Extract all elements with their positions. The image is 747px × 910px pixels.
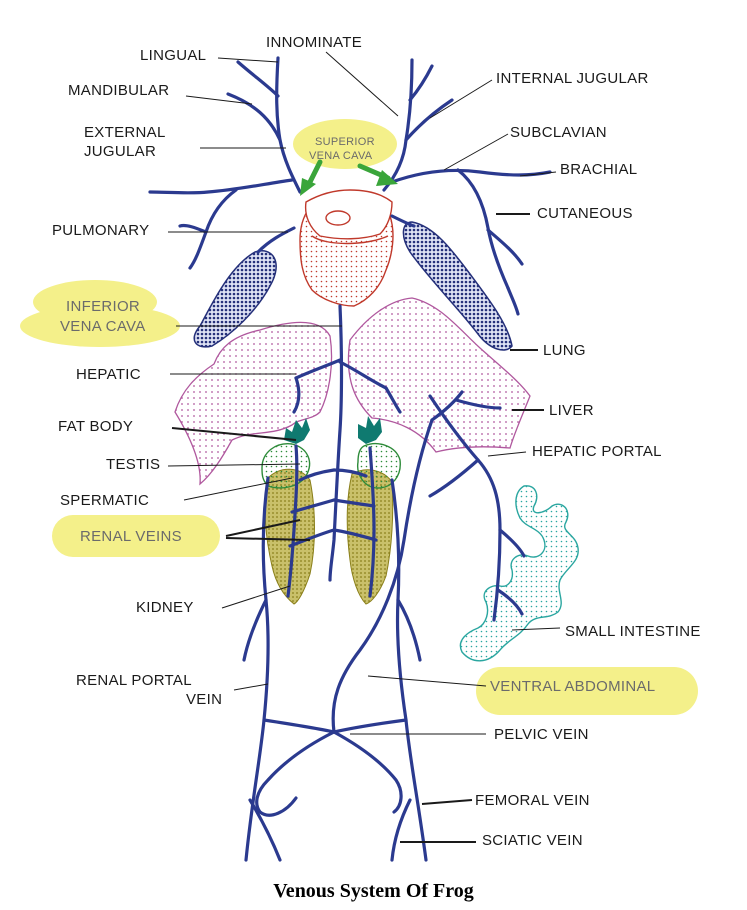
label-pulmonary: PULMONARY [52, 222, 150, 239]
label-ventral-abdominal: VENTRAL ABDOMINAL [490, 678, 656, 695]
label-liver: LIVER [549, 402, 594, 419]
label-hepatic: HEPATIC [76, 366, 141, 383]
label-innominate: INNOMINATE [266, 34, 363, 51]
leader-lines [167, 51, 561, 843]
veins [148, 56, 552, 862]
label-testis: TESTIS [106, 456, 161, 473]
highlight-marks [20, 119, 698, 715]
label-mandibular: MANDIBULAR [68, 82, 170, 99]
label-lingual: LINGUAL [140, 47, 207, 64]
label-kidney: KIDNEY [136, 599, 194, 616]
label-renal-portal-line1: RENAL PORTAL [76, 672, 192, 689]
label-superior-vena-cava-line2: VENA CAVA [309, 150, 373, 162]
diagram-title: Venous System Of Frog [273, 880, 474, 902]
label-external-jugular-line1: EXTERNAL [84, 124, 166, 141]
label-renal-veins: RENAL VEINS [80, 528, 182, 545]
label-small-intestine: SMALL INTESTINE [565, 623, 701, 640]
label-inferior-vena-cava-line2: VENA CAVA [60, 318, 146, 335]
heart [299, 189, 394, 307]
small-intestine [459, 485, 579, 662]
fat-bodies [284, 416, 382, 444]
liver [174, 297, 531, 486]
lungs [193, 221, 513, 351]
label-femoral-vein: FEMORAL VEIN [475, 792, 590, 809]
label-renal-portal-line2: VEIN [186, 691, 223, 708]
label-superior-vena-cava-line1: SUPERIOR [315, 136, 375, 148]
superior-vena-cava-arrows [300, 159, 398, 196]
label-pelvic-vein: PELVIC VEIN [494, 726, 589, 743]
testes [261, 442, 401, 489]
label-inferior-vena-cava-line1: INFERIOR [66, 298, 141, 315]
label-sciatic-vein: SCIATIC VEIN [482, 832, 583, 849]
label-subclavian: SUBCLAVIAN [510, 124, 607, 141]
label-external-jugular-line2: JUGULAR [84, 143, 157, 160]
label-lung: LUNG [543, 342, 586, 359]
label-internal-jugular: INTERNAL JUGULAR [496, 70, 649, 87]
label-cutaneous: CUTANEOUS [537, 205, 633, 222]
label-spermatic: SPERMATIC [60, 492, 150, 509]
label-hepatic-portal: HEPATIC PORTAL [532, 443, 662, 460]
label-fat-body: FAT BODY [58, 418, 134, 435]
label-brachial: BRACHIAL [560, 161, 638, 178]
